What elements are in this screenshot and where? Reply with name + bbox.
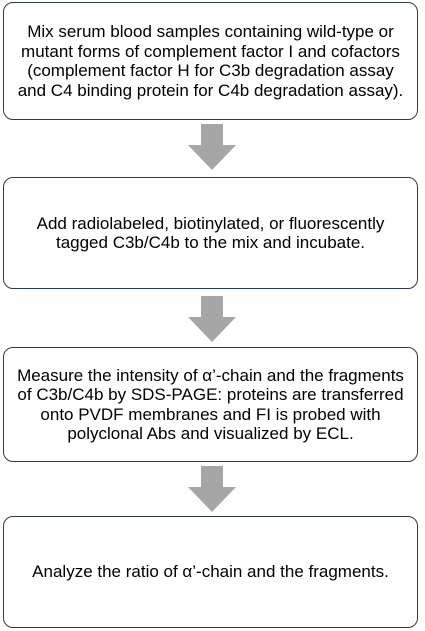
step-4-box: Analyze the ratio of α’-chain and the fr… bbox=[3, 516, 418, 628]
down-arrow-icon bbox=[188, 466, 236, 512]
step-1-text: Mix serum blood samples containing wild-… bbox=[17, 22, 404, 100]
step-2-text: Add radiolabeled, biotinylated, or fluor… bbox=[36, 213, 385, 253]
step-4-text: Analyze the ratio of α’-chain and the fr… bbox=[32, 562, 389, 582]
down-arrow-icon bbox=[188, 124, 236, 170]
step-1-box: Mix serum blood samples containing wild-… bbox=[3, 2, 418, 120]
step-3-box: Measure the intensity of α’-chain and th… bbox=[3, 347, 418, 462]
down-arrow-icon bbox=[188, 296, 236, 342]
step-3-text: Measure the intensity of α’-chain and th… bbox=[17, 365, 404, 444]
step-2-box: Add radiolabeled, biotinylated, or fluor… bbox=[3, 177, 418, 289]
